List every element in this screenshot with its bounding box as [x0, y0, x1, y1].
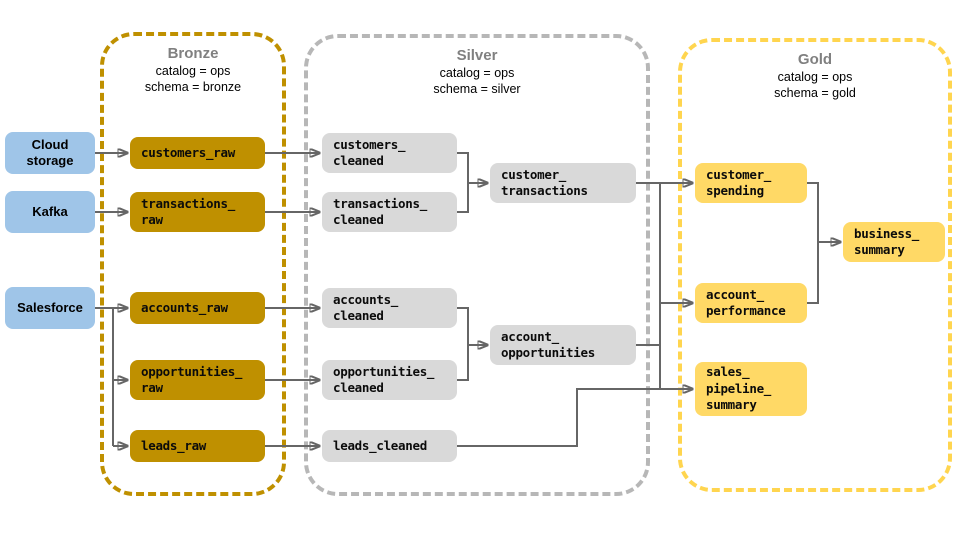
table-label: transactions_ cleaned [333, 195, 427, 228]
bronze-zone-header: Bronze catalog = ops schema = bronze [104, 44, 282, 95]
source-node-cloud-storage: Cloud storage [5, 132, 95, 174]
connector-merge-accounts-opportunities [457, 307, 469, 381]
table-node-customers-cleaned: customers_ cleaned [322, 133, 457, 173]
table-node-transactions-raw: transactions_ raw [130, 192, 265, 232]
table-node-customer-spending: customer_ spending [695, 163, 807, 203]
table-node-business-summary: business_ summary [843, 222, 945, 262]
connector-silver-gold-trunk [636, 182, 661, 389]
table-node-accounts-raw: accounts_raw [130, 292, 265, 324]
bronze-zone-catalog: catalog = ops [155, 64, 231, 78]
source-label: Kafka [32, 204, 68, 219]
gold-zone-catalog: catalog = ops [777, 70, 853, 84]
silver-zone-title: Silver [456, 47, 498, 64]
table-label: business_ summary [854, 225, 920, 258]
table-node-accounts-cleaned: accounts_ cleaned [322, 288, 457, 328]
bronze-zone: Bronze catalog = ops schema = bronze [100, 32, 286, 496]
gold-zone: Gold catalog = ops schema = gold [678, 38, 952, 492]
table-node-account-opportunities: account_ opportunities [490, 325, 636, 365]
connector-leads-route [457, 388, 660, 447]
table-label: leads_raw [141, 437, 207, 453]
bronze-zone-schema: schema = bronze [144, 80, 242, 94]
source-node-kafka: Kafka [5, 191, 95, 233]
silver-zone-schema: schema = silver [433, 82, 521, 96]
table-node-account-performance: account_ performance [695, 283, 807, 323]
table-label: customers_ cleaned [333, 136, 406, 169]
source-label: Cloud storage [26, 137, 74, 168]
table-label: account_ performance [706, 286, 786, 319]
connector-salesforce-fanout [95, 307, 114, 446]
table-node-transactions-cleaned: transactions_ cleaned [322, 192, 457, 232]
table-node-customer-transactions: customer_ transactions [490, 163, 636, 203]
table-node-leads-cleaned: leads_cleaned [322, 430, 457, 462]
connector-merge-customers-transactions [457, 152, 469, 213]
table-label: opportunities_ cleaned [333, 363, 435, 396]
bronze-zone-title: Bronze [167, 45, 219, 62]
source-node-salesforce: Salesforce [5, 287, 95, 329]
silver-zone: Silver catalog = ops schema = silver [304, 34, 650, 496]
table-label: customers_raw [141, 144, 235, 160]
table-label: leads_cleaned [333, 437, 427, 453]
table-label: customer_ spending [706, 166, 772, 199]
table-label: opportunities_ raw [141, 363, 243, 396]
table-label: accounts_raw [141, 299, 228, 315]
silver-zone-header: Silver catalog = ops schema = silver [308, 46, 646, 97]
table-node-sales-pipeline-summary: sales_ pipeline_ summary [695, 362, 807, 416]
table-label: transactions_ raw [141, 195, 235, 228]
table-node-opportunities-raw: opportunities_ raw [130, 360, 265, 400]
table-node-leads-raw: leads_raw [130, 430, 265, 462]
connector-merge-business-summary [807, 182, 819, 304]
silver-zone-catalog: catalog = ops [439, 66, 515, 80]
gold-zone-schema: schema = gold [774, 86, 856, 100]
table-label: customer_ transactions [501, 166, 588, 199]
table-label: sales_ pipeline_ summary [706, 364, 772, 413]
gold-zone-header: Gold catalog = ops schema = gold [682, 50, 948, 101]
table-label: accounts_ cleaned [333, 291, 399, 324]
gold-zone-title: Gold [797, 51, 833, 68]
source-label: Salesforce [17, 300, 83, 315]
table-label: account_ opportunities [501, 328, 595, 361]
table-node-customers-raw: customers_raw [130, 137, 265, 169]
table-node-opportunities-cleaned: opportunities_ cleaned [322, 360, 457, 400]
